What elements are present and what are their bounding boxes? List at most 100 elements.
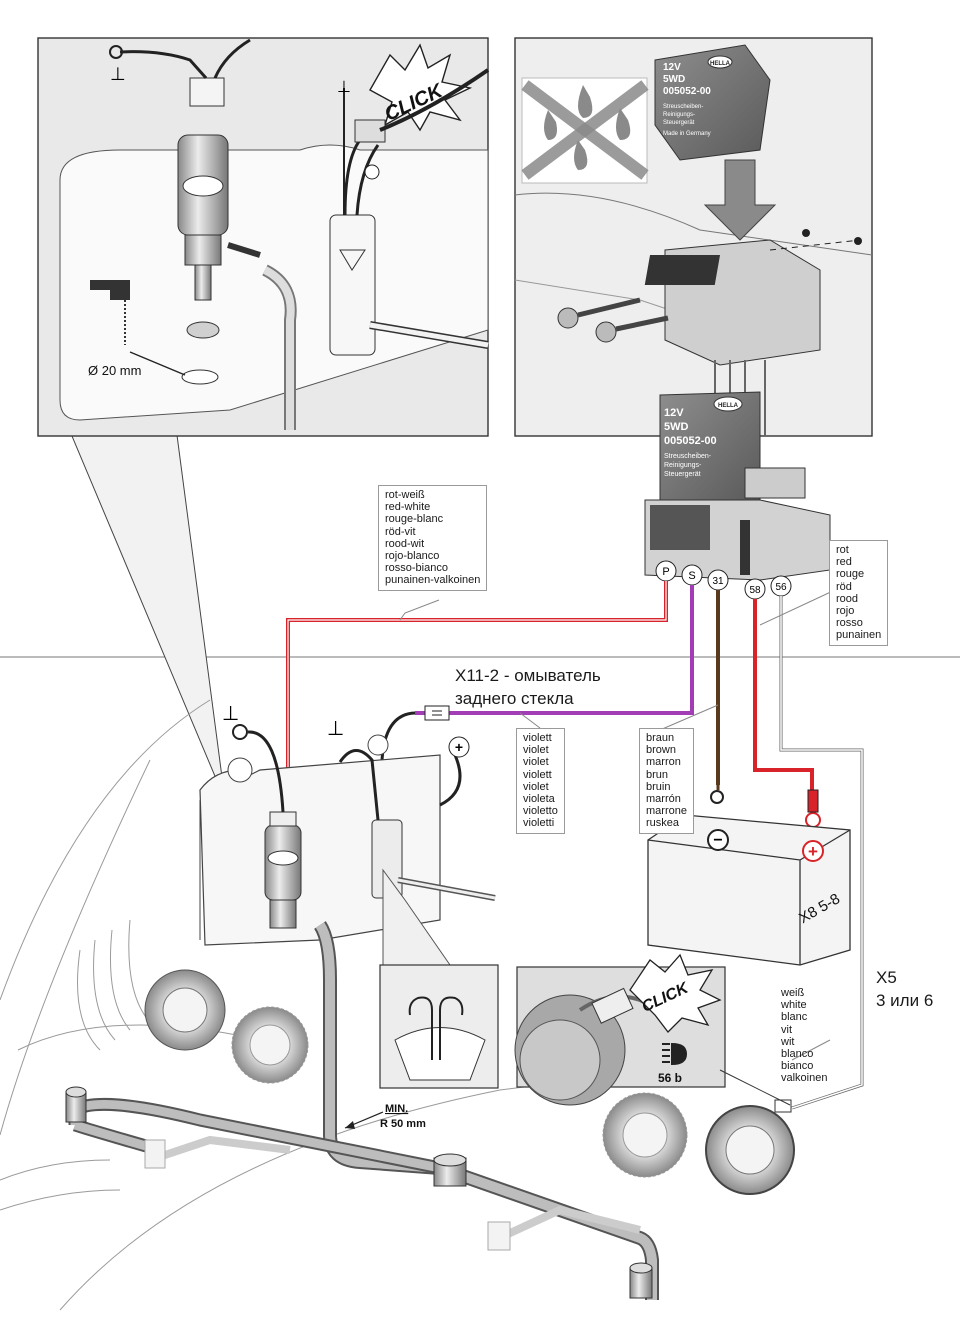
- wiper-detail-inset: [379, 868, 499, 1089]
- pump-hella-logo: [267, 850, 299, 866]
- insert-arrow-icon: [703, 159, 777, 241]
- headlights: [144, 969, 795, 1195]
- wire-label-text: marrone: [646, 805, 687, 818]
- relay-top-origin: Made in Germany: [663, 131, 711, 137]
- wire-label-violet: violett violet violet violett violet vio…: [516, 728, 565, 834]
- wire-label-text: röd: [836, 580, 852, 593]
- min-radius-label-1: MIN.: [385, 1103, 408, 1115]
- wire-label-text: blanc: [781, 1011, 808, 1024]
- wire-label-text: röd-vit: [385, 525, 416, 538]
- no-water-icon: [521, 77, 649, 184]
- wire-label-text: rouge-blanc: [385, 513, 444, 526]
- battery-minus-label: −: [713, 832, 722, 849]
- wire-red: [753, 599, 814, 790]
- wire-label-text: rojo: [836, 605, 855, 618]
- wire-label-text: punainen-valkoinen: [385, 574, 481, 587]
- wire-label-text: red: [836, 556, 852, 569]
- ground-symbol-1: ⊥: [222, 701, 239, 725]
- wire-label-text: violett: [523, 732, 552, 744]
- relay-top-image: [654, 44, 771, 161]
- wire-label-text: bruin: [646, 780, 671, 793]
- wire-label-text: rot: [836, 544, 849, 556]
- wire-label-text: rosso-bianco: [385, 562, 448, 575]
- terminal-s: S: [688, 570, 695, 582]
- wire-label-text: violeta: [523, 793, 555, 806]
- terminal-31: 31: [712, 576, 724, 587]
- rear-washer-label-line1: X11-2 - омыватель: [455, 666, 601, 685]
- wire-label-text: marron: [646, 756, 681, 769]
- wire-label-text: ruskea: [646, 817, 680, 830]
- drill-hole: [181, 369, 219, 385]
- wire-label-text: brun: [646, 768, 669, 781]
- drill-diameter-label: Ø 20 mm: [88, 363, 141, 378]
- relay-top-part: 005052-00: [663, 86, 711, 97]
- relay-desc3: Steuergerät: [664, 471, 701, 478]
- lamp-connector-inset: [514, 953, 791, 1106]
- screw-icon: [557, 297, 669, 343]
- min-radius-label-2: R 50 mm: [380, 1118, 426, 1130]
- wire-label-text: violetto: [523, 805, 558, 818]
- wire-label-text: valkoinen: [781, 1072, 828, 1085]
- relay-top-desc3: Steuergerät: [663, 120, 695, 126]
- relay-assembly: HELLA 12V 5WD 005052-00 Streuscheiben- R…: [644, 391, 831, 600]
- wires: [286, 581, 864, 1110]
- x5-label-line1: X5: [876, 968, 897, 987]
- wire-violet: [415, 585, 694, 715]
- wire-label-text: rosso: [836, 617, 863, 630]
- click-burst-bottom-icon: [629, 953, 722, 1033]
- washer-pump-2: [329, 214, 376, 356]
- wire-label-text: punainen: [836, 629, 882, 642]
- relay-top-model: 5WD: [663, 74, 685, 85]
- wire-label-text: braun: [646, 732, 675, 744]
- wire-label-text: rood: [836, 592, 859, 605]
- relay-terminals: P S 31 58 56: [655, 560, 792, 600]
- wire-label-text: vit: [781, 1023, 792, 1036]
- relay-voltage: 12V: [664, 407, 684, 419]
- ground-wire: [119, 50, 208, 79]
- relay-top-desc1: Streuscheiben-: [663, 104, 703, 110]
- top-left-install-panel: [37, 37, 490, 801]
- grommet: [186, 321, 220, 339]
- x5-label: X5 3 или 6: [876, 966, 933, 1012]
- wire-label-text: bianco: [781, 1060, 814, 1073]
- inline-connector: [424, 705, 450, 721]
- battery-minus-icon: [707, 829, 729, 851]
- relay-hella-logo: [713, 396, 743, 412]
- x5-label-line2: 3 или 6: [876, 991, 934, 1010]
- washer-nozzles: [65, 1086, 653, 1299]
- wire-label-text: blanco: [781, 1048, 814, 1061]
- lamp-terminal-label: 56 b: [658, 1071, 682, 1085]
- wire-label-text: rojo-blanco: [385, 550, 440, 563]
- wire-label-red: rot red rouge röd rood rojo rosso punain…: [829, 540, 889, 646]
- wire-label-text: violet: [523, 780, 549, 793]
- battery-plus-icon: [802, 840, 824, 862]
- relay-brand: HELLA: [718, 403, 739, 409]
- wire-label-text: rot-weiß: [385, 489, 425, 501]
- wire-label-text: wit: [781, 1035, 795, 1048]
- wire-label-text: brown: [646, 744, 676, 757]
- relay-part: 005052-00: [664, 435, 717, 447]
- wire-label-text: weiß: [781, 987, 805, 999]
- terminal-56: 56: [775, 582, 787, 593]
- wire-label-brown: braun brown marron brun bruin marrón mar…: [639, 728, 694, 834]
- ground-symbol-3: ⊥: [110, 64, 126, 85]
- top-right-relay-panel: 12V 5WD 005052-00 Streuscheiben- Reinigu…: [514, 37, 873, 437]
- battery: − +: [647, 814, 851, 966]
- ground-symbol-2: ⊥: [327, 716, 344, 740]
- wire-label-text: red-white: [385, 501, 431, 514]
- rear-washer-label-line2: заднего стекла: [455, 689, 574, 708]
- pump-connector: [189, 77, 225, 107]
- wire-label-white: weiß white blanc vit wit blanco bianco v…: [779, 984, 829, 1088]
- wire-label-text: marrón: [646, 793, 681, 806]
- relay-top-voltage: 12V: [663, 62, 681, 73]
- relay-desc2: Reinigungs-: [664, 462, 702, 469]
- ground-symbol-4: ⊥: [337, 77, 351, 96]
- wire-label-text: violet: [523, 744, 549, 757]
- relay-top-desc2: Reinigungs-: [663, 112, 695, 118]
- drill-icon: [90, 280, 130, 300]
- relay-desc1: Streuscheiben-: [664, 453, 712, 460]
- plus-terminal-bottom-icon: [448, 736, 470, 758]
- wire-label-text: rood-wit: [385, 537, 425, 550]
